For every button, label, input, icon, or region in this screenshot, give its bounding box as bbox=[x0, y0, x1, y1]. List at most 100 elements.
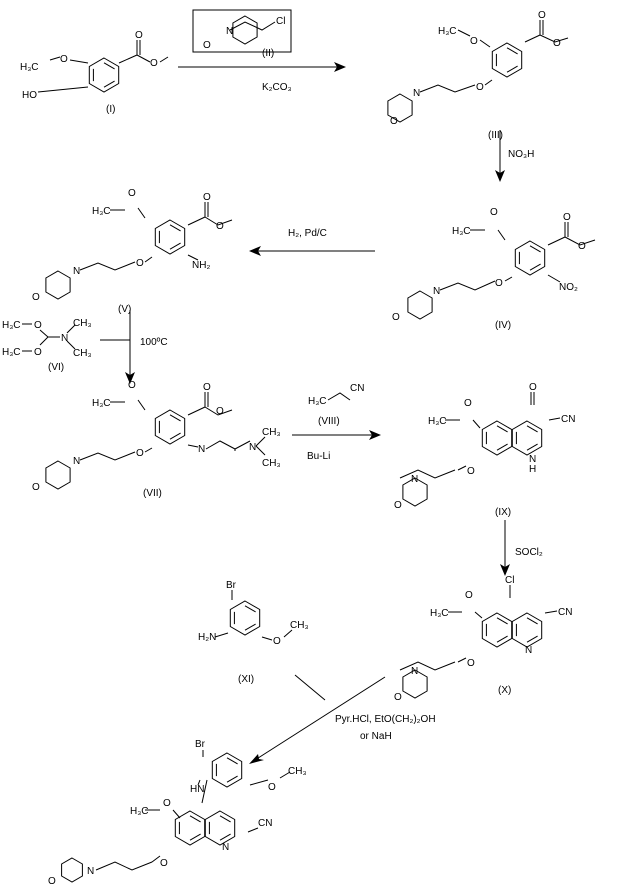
compound-label: (II) bbox=[262, 48, 274, 59]
atom-label: O bbox=[150, 58, 158, 69]
arrowhead bbox=[249, 754, 264, 764]
compound-label: (V) bbox=[118, 304, 131, 315]
atom-label: N bbox=[87, 866, 94, 877]
benzene-ring bbox=[211, 752, 243, 788]
atom-label: O bbox=[32, 482, 40, 493]
bond bbox=[327, 392, 351, 401]
compound-label: (IX) bbox=[495, 507, 511, 518]
atom-label: O bbox=[32, 292, 40, 303]
double-bond bbox=[526, 617, 538, 625]
atom-label: O bbox=[538, 10, 546, 21]
morpholine-ring bbox=[407, 290, 433, 320]
atom-label: H bbox=[529, 464, 536, 475]
benzene-ring bbox=[491, 42, 523, 78]
atom-label: N bbox=[525, 645, 532, 656]
double-bond bbox=[189, 833, 201, 841]
double-bond bbox=[103, 80, 115, 88]
morpholine-ring bbox=[402, 477, 428, 507]
compound-label: (VI) bbox=[48, 362, 64, 373]
atom-label: H₃C bbox=[428, 416, 447, 427]
reagent-label: H₂, Pd/C bbox=[288, 228, 327, 239]
atom-label: CN bbox=[561, 414, 575, 425]
morpholine-ring bbox=[45, 460, 71, 490]
atom-label: O bbox=[60, 54, 68, 65]
double-bond bbox=[219, 815, 231, 823]
atom-label: N bbox=[226, 26, 233, 37]
double-bond bbox=[244, 605, 256, 613]
bond bbox=[399, 392, 561, 479]
pyridone-ring bbox=[511, 420, 543, 456]
atom-label: H₃C bbox=[438, 26, 457, 37]
double-bond bbox=[169, 414, 181, 422]
bond bbox=[419, 20, 569, 93]
atom-label: O bbox=[203, 382, 211, 393]
benzene-ring bbox=[514, 240, 546, 276]
double-bond bbox=[169, 242, 181, 250]
atom-label: O bbox=[563, 212, 571, 223]
atom-label: O bbox=[467, 466, 475, 477]
double-bond bbox=[496, 617, 508, 625]
atom-label: O bbox=[495, 278, 503, 289]
benzene-ring bbox=[229, 600, 261, 636]
atom-label: CH₃ bbox=[262, 427, 281, 438]
bond-layer bbox=[22, 20, 596, 871]
compound-label: (I) bbox=[106, 104, 115, 115]
atom-label: H₃C bbox=[130, 806, 149, 817]
atom-label: O bbox=[464, 398, 472, 409]
arrowhead bbox=[125, 372, 135, 384]
atom-label: O bbox=[136, 448, 144, 459]
arrowhead bbox=[500, 564, 510, 576]
atom-label: O bbox=[34, 347, 42, 358]
label-layer: H₃C O HO O O (I) N O Cl (II) K₂CO₃ H₃C O… bbox=[2, 10, 586, 886]
atom-label: CN bbox=[350, 383, 364, 394]
atom-label: N bbox=[411, 474, 418, 485]
benzene-ring bbox=[481, 612, 513, 648]
reagent-label: 100ºC bbox=[140, 337, 168, 348]
atom-label: O bbox=[128, 188, 136, 199]
arrow-layer bbox=[100, 62, 510, 764]
atom-label: HO bbox=[22, 90, 37, 101]
double-bond bbox=[169, 224, 181, 232]
atom-label: O bbox=[160, 858, 168, 869]
atom-label: O bbox=[268, 782, 276, 793]
atom-label: H₃C bbox=[2, 347, 21, 358]
atom-label: N bbox=[73, 266, 80, 277]
atom-label: Cl bbox=[276, 16, 285, 27]
morpholine-ring bbox=[387, 93, 413, 123]
reagent-label: Bu-Li bbox=[307, 451, 330, 462]
double-bond bbox=[526, 425, 538, 433]
atom-label: CH₃ bbox=[262, 458, 281, 469]
double-bond bbox=[226, 757, 238, 765]
atom-label: O bbox=[203, 40, 211, 51]
compound-label: (III) bbox=[488, 130, 503, 141]
double-bond bbox=[529, 245, 541, 253]
atom-label: O bbox=[216, 406, 224, 417]
reagent-join-line bbox=[294, 674, 326, 701]
double-bond bbox=[496, 443, 508, 451]
atom-label: N bbox=[61, 333, 68, 344]
bond bbox=[22, 323, 76, 352]
atom-label: N bbox=[433, 286, 440, 297]
atom-label: O bbox=[490, 207, 498, 218]
atom-label: O bbox=[553, 38, 561, 49]
atom-label: H₃C bbox=[308, 396, 327, 407]
morpholine-ring bbox=[402, 669, 428, 699]
double-bond bbox=[226, 775, 238, 783]
atom-label: H₃C bbox=[452, 226, 471, 237]
compound-label: (X) bbox=[498, 685, 511, 696]
atom-label: N bbox=[198, 444, 205, 455]
atom-label: N bbox=[249, 442, 256, 453]
benzene-ring bbox=[154, 409, 186, 445]
atom-label: CN bbox=[558, 607, 572, 618]
atom-label: O bbox=[392, 312, 400, 323]
atom-label: O bbox=[467, 658, 475, 669]
double-bond bbox=[526, 443, 538, 451]
double-bond bbox=[169, 432, 181, 440]
bond bbox=[95, 750, 291, 871]
double-bond bbox=[219, 833, 231, 841]
morpholine-ring bbox=[232, 15, 258, 45]
bond bbox=[439, 222, 596, 291]
atom-label: O bbox=[48, 876, 56, 886]
atom-label: O bbox=[216, 221, 224, 232]
atom-label: O bbox=[476, 82, 484, 93]
